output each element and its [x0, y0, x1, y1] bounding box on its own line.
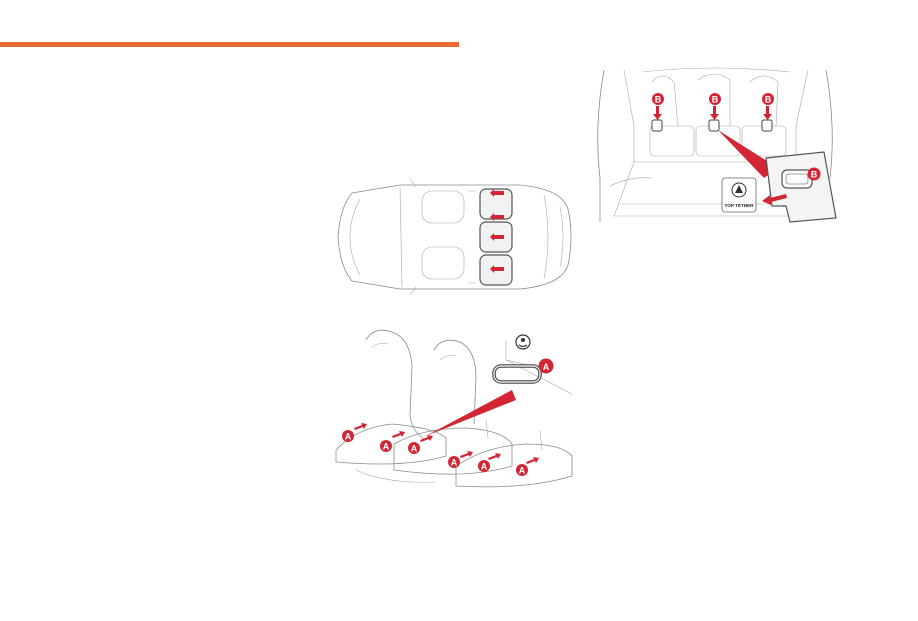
car-body-outline	[338, 179, 571, 295]
svg-text:A: A	[543, 362, 550, 372]
svg-text:A: A	[519, 465, 526, 475]
section-header-rule	[0, 42, 459, 47]
marker-b-circles: B B B	[652, 93, 774, 105]
svg-text:B: B	[811, 170, 818, 180]
isofix-logo-badge	[516, 335, 530, 349]
svg-text:A: A	[383, 441, 390, 451]
svg-text:A: A	[345, 431, 352, 441]
svg-text:A: A	[451, 457, 458, 467]
marker-a-detail: A	[539, 359, 554, 374]
top-tether-anchor-points	[652, 120, 772, 131]
svg-text:A: A	[411, 443, 418, 453]
top-tether-detail-inset	[766, 152, 836, 222]
svg-text:A: A	[481, 461, 488, 471]
rear-seats-isofix-figure: A A A A A A A	[326, 320, 584, 492]
svg-text:B: B	[765, 94, 772, 104]
car-top-view-figure	[330, 177, 580, 297]
svg-text:B: B	[655, 94, 662, 104]
anchor-down-arrows	[653, 106, 772, 120]
svg-text:TOP TETHER: TOP TETHER	[725, 203, 755, 208]
marker-b-inset: B	[808, 168, 821, 181]
top-tether-tag: TOP TETHER	[722, 178, 756, 212]
zoom-wedge	[426, 390, 516, 436]
svg-text:B: B	[712, 94, 719, 104]
trunk-top-tether-figure: B B B TOP TETHER B	[590, 66, 846, 238]
